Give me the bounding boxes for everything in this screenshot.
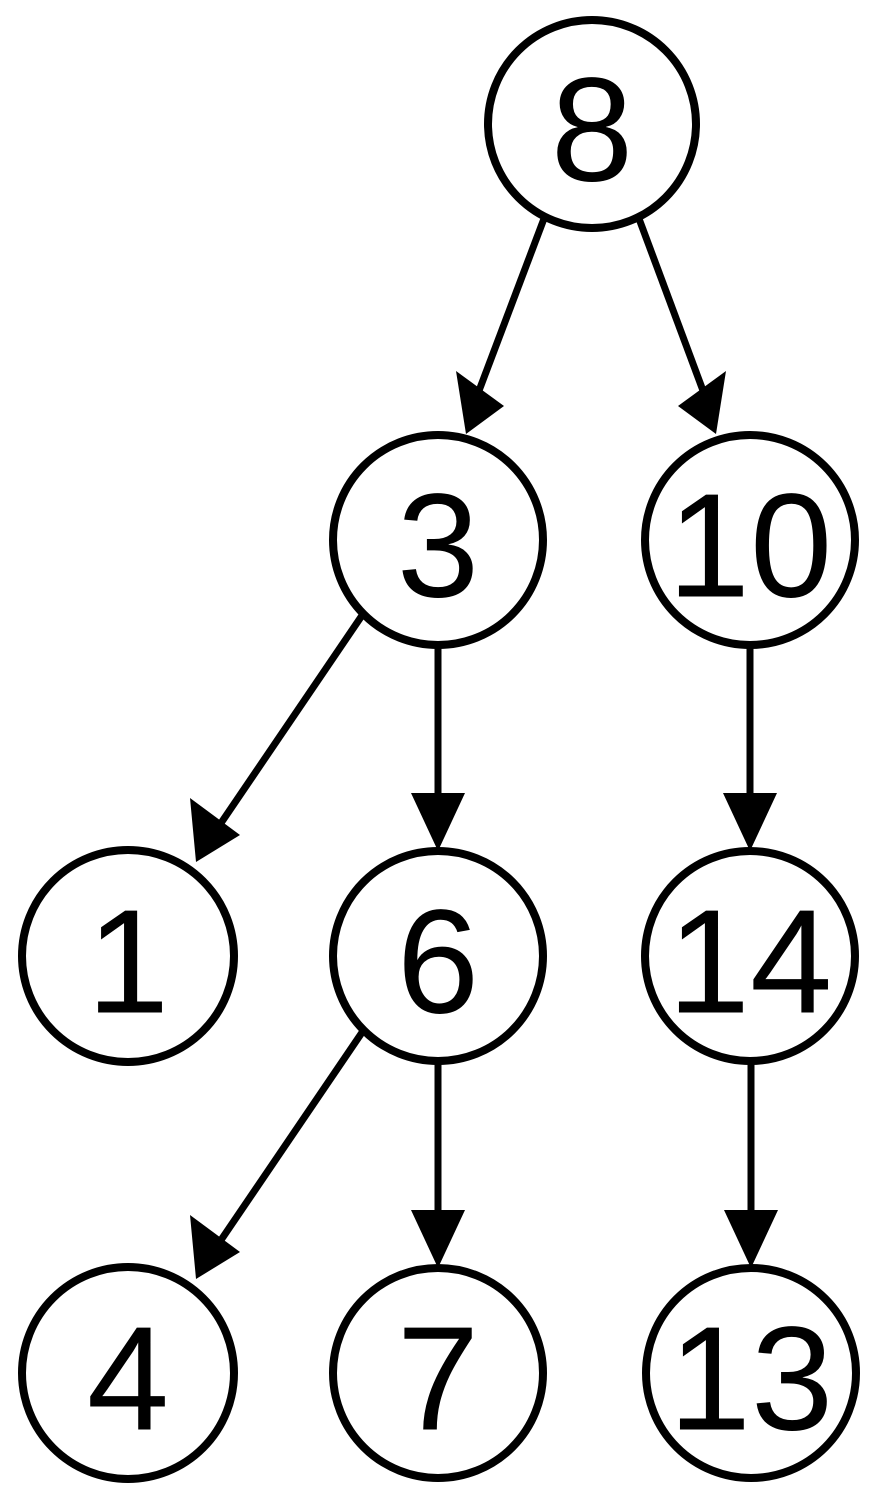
node-6-circle[interactable] — [329, 847, 547, 1065]
node-7-circle[interactable] — [329, 1264, 547, 1482]
edge-8-to-10 — [634, 214, 726, 434]
node-14[interactable]: 14 — [641, 847, 859, 1065]
node-13-circle[interactable] — [642, 1264, 860, 1482]
node-6-label: 6 — [397, 880, 479, 1045]
edge-6-to-7 — [411, 1061, 465, 1268]
edge-3-to-6 — [411, 645, 465, 851]
node-3-circle[interactable] — [329, 431, 547, 649]
node-1-circle[interactable] — [18, 846, 238, 1066]
node-6[interactable]: 6 — [329, 847, 547, 1065]
node-13[interactable]: 13 — [642, 1264, 860, 1482]
edge-14-to-13 — [724, 1061, 778, 1268]
edge-8-to-10-line — [634, 214, 709, 398]
node-10-label: 10 — [668, 464, 833, 629]
edge-3-to-1 — [190, 612, 366, 862]
node-1[interactable]: 1 — [18, 846, 238, 1066]
edge-6-to-4-arrowhead — [190, 1215, 240, 1279]
node-10-circle[interactable] — [641, 431, 859, 649]
node-7[interactable]: 7 — [329, 1264, 547, 1482]
edge-10-to-14-arrowhead — [723, 793, 777, 851]
edge-6-to-4 — [190, 1029, 366, 1279]
node-7-label: 7 — [397, 1297, 479, 1462]
edge-3-to-1-line — [216, 612, 366, 828]
edge-layer — [190, 214, 778, 1279]
node-13-label: 13 — [669, 1297, 834, 1462]
node-3[interactable]: 3 — [329, 431, 547, 649]
node-1-label: 1 — [87, 880, 169, 1045]
edge-6-to-4-line — [216, 1029, 366, 1245]
edge-10-to-14 — [723, 645, 777, 851]
node-layer: 8 3 10 1 6 14 — [18, 16, 860, 1483]
node-4-circle[interactable] — [18, 1263, 238, 1483]
node-10[interactable]: 10 — [641, 431, 859, 649]
node-4-label: 4 — [87, 1297, 169, 1462]
node-8-label: 8 — [551, 48, 633, 213]
node-3-label: 3 — [397, 464, 479, 629]
edge-8-to-3 — [456, 214, 549, 434]
edge-6-to-7-arrowhead — [411, 1210, 465, 1268]
node-14-circle[interactable] — [641, 847, 859, 1065]
edge-8-to-10-arrowhead — [678, 371, 726, 434]
edge-3-to-6-arrowhead — [411, 793, 465, 851]
edge-3-to-1-arrowhead — [190, 798, 240, 862]
edge-8-to-3-line — [473, 214, 549, 398]
edge-8-to-3-arrowhead — [456, 371, 504, 434]
node-8[interactable]: 8 — [484, 16, 700, 232]
node-4[interactable]: 4 — [18, 1263, 238, 1483]
edge-14-to-13-arrowhead — [724, 1210, 778, 1268]
node-14-label: 14 — [668, 880, 833, 1045]
node-8-circle[interactable] — [484, 16, 700, 232]
